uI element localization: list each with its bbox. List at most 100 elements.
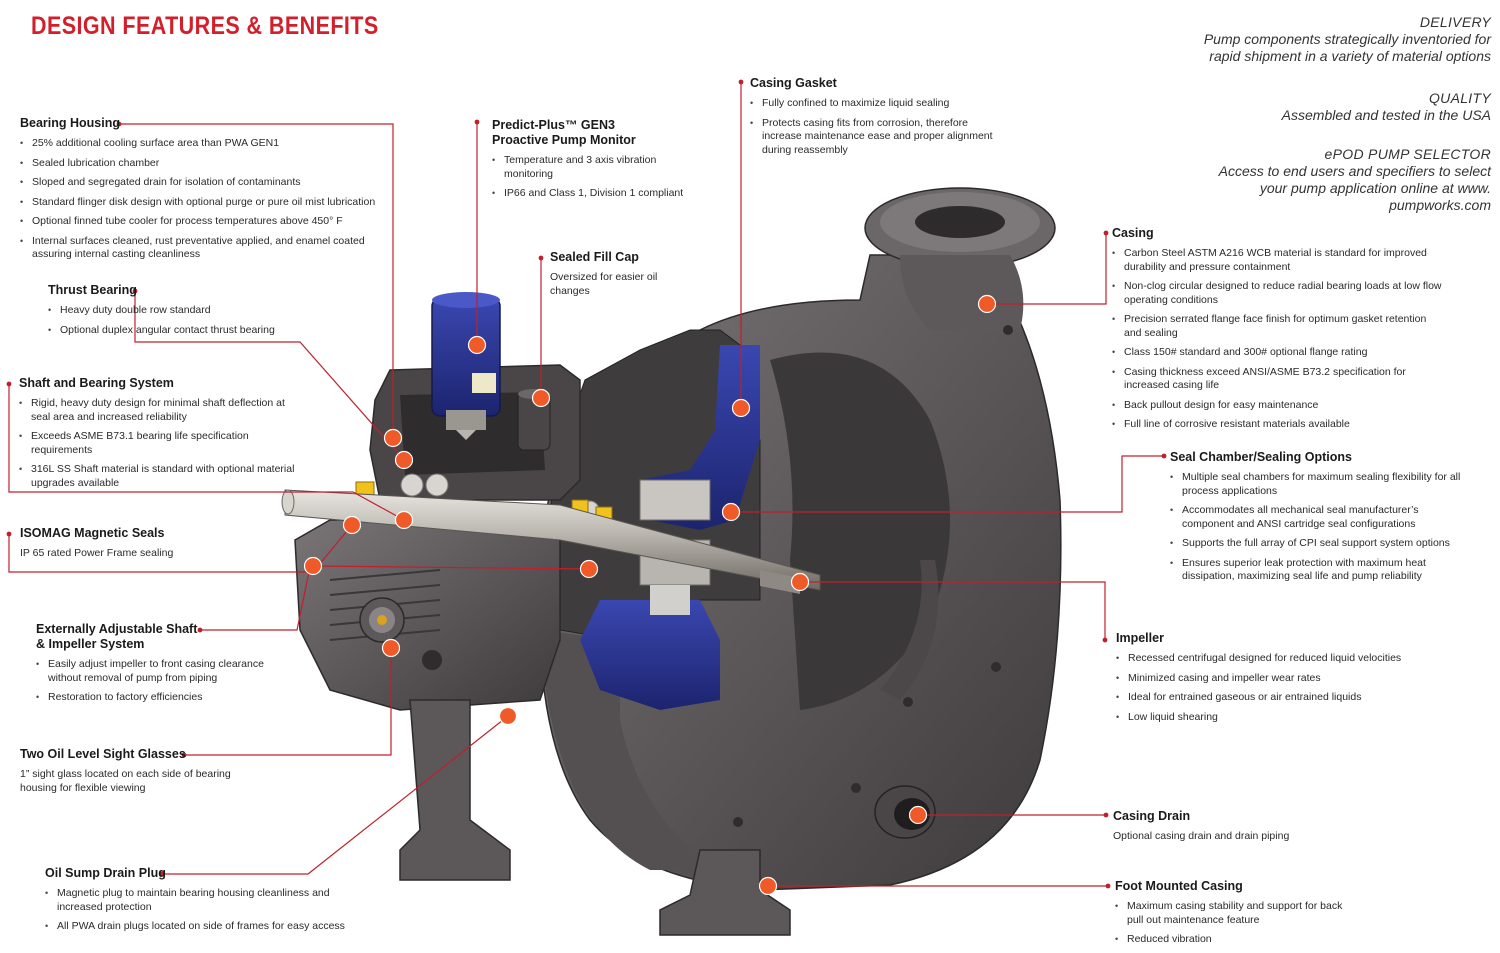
callout-fill-cap: Sealed Fill Cap Oversized for easier oil… (550, 250, 675, 298)
callout-casing-gasket: Casing Gasket Fully confined to maximize… (750, 76, 1010, 163)
leader-casing (987, 233, 1107, 305)
callout-isomag: ISOMAG Magnetic Seals IP 65 rated Power … (20, 526, 270, 561)
callout-sump-drain: Oil Sump Drain Plug Magnetic plug to mai… (45, 866, 345, 940)
callout-sight-glasses: Two Oil Level Sight Glasses 1” sight gla… (20, 747, 250, 795)
bullet: Full line of corrosive resistant materia… (1112, 418, 1442, 432)
callout-text: Optional casing drain and drain piping (1113, 830, 1290, 842)
callout-title: Impeller (1116, 631, 1164, 645)
callout-title: Seal Chamber/Sealing Options (1170, 450, 1352, 464)
callout-ext-adjustable: Externally Adjustable Shaft& Impeller Sy… (36, 622, 286, 711)
bullet: Sealed lubrication chamber (20, 157, 380, 171)
callout-title: Casing (1112, 226, 1154, 240)
callout-title: Two Oil Level Sight Glasses (20, 747, 186, 761)
bullet: Multiple seal chambers for maximum seali… (1170, 471, 1470, 498)
bullet: 316L SS Shaft material is standard with … (19, 463, 304, 490)
leader-bearing-housing (119, 123, 394, 438)
bullet: Rigid, heavy duty design for minimal sha… (19, 397, 304, 424)
bullet: Class 150# standard and 300# optional fl… (1112, 346, 1442, 360)
callout-title: Foot Mounted Casing (1115, 879, 1243, 893)
bullet: Fully confined to maximize liquid sealin… (750, 97, 1010, 111)
bullet: Temperature and 3 axis vibration monitor… (492, 154, 692, 181)
title-line: Proactive Pump Monitor (492, 133, 636, 147)
quality-heading: QUALITY (1428, 90, 1491, 106)
leader-sump-drain (162, 715, 509, 875)
predict-plus-monitor (431, 292, 501, 440)
leader-ext-adjustable (200, 566, 311, 631)
bullet: Easily adjust impeller to front casing c… (36, 658, 286, 685)
bullet: All PWA drain plugs located on side of f… (45, 920, 345, 934)
bullet: Carbon Steel ASTM A216 WCB material is s… (1112, 247, 1442, 274)
leader-start-dots (6, 79, 1167, 889)
bullet: Ensures superior leak protection with ma… (1170, 557, 1470, 584)
bullet: Recessed centrifugal designed for reduce… (1116, 652, 1446, 666)
epod-line: Access to end users and specifiers to se… (1218, 163, 1491, 179)
title-line: & Impeller System (36, 637, 145, 651)
bullet: IP66 and Class 1, Division 1 compliant (492, 187, 692, 201)
bullet: Casing thickness exceed ANSI/ASME B73.2 … (1112, 366, 1442, 393)
bullet: Back pullout design for easy maintenance (1112, 399, 1442, 413)
leader-seal-chamber (731, 455, 1164, 513)
callout-text: IP 65 rated Power Frame sealing (20, 547, 174, 559)
bullet: Precision serrated flange face finish fo… (1112, 313, 1442, 340)
leader-sight-glass (184, 648, 392, 756)
leader-lines (8, 82, 1164, 887)
callout-title: Oil Sump Drain Plug (45, 866, 166, 880)
callout-casing-drain: Casing Drain Optional casing drain and d… (1113, 809, 1353, 844)
bullet: Reduced vibration (1115, 933, 1345, 947)
bullet: Heavy duty double row standard (48, 304, 298, 318)
bullet: Non-clog circular designed to reduce rad… (1112, 280, 1442, 307)
bullet: Exceeds ASME B73.1 bearing life specific… (19, 430, 304, 457)
bullet: Optional duplex angular contact thrust b… (48, 324, 298, 338)
bullet: Ideal for entrained gaseous or air entra… (1116, 691, 1446, 705)
callout-thrust-bearing: Thrust Bearing Heavy duty double row sta… (48, 283, 298, 343)
callout-title: Bearing Housing (20, 116, 121, 130)
callout-casing: Casing Carbon Steel ASTM A216 WCB materi… (1112, 226, 1442, 438)
bullet: Low liquid shearing (1116, 711, 1446, 725)
callout-shaft-bearing: Shaft and Bearing System Rigid, heavy du… (19, 376, 304, 496)
callout-title: Casing Drain (1113, 809, 1191, 823)
quality-line: Assembled and tested in the USA (1281, 107, 1491, 123)
callout-seal-chamber: Seal Chamber/Sealing Options Multiple se… (1170, 450, 1470, 590)
callout-foot-mounted: Foot Mounted Casing Maximum casing stabi… (1115, 879, 1345, 953)
callout-title: Externally Adjustable Shaft& Impeller Sy… (36, 622, 286, 652)
bullet: Maximum casing stability and support for… (1115, 900, 1345, 927)
callout-title: Casing Gasket (750, 76, 837, 90)
callout-impeller: Impeller Recessed centrifugal designed f… (1116, 631, 1446, 730)
delivery-line: rapid shipment in a variety of material … (1209, 48, 1491, 64)
epod-line: your pump application online at www. (1259, 180, 1491, 196)
callout-bearing-housing: Bearing Housing 25% additional cooling s… (20, 116, 380, 268)
callout-title: Shaft and Bearing System (19, 376, 174, 390)
quality-block: QUALITY Assembled and tested in the USA (1282, 90, 1491, 124)
leader-shaft-axis (312, 565, 590, 570)
feature-markers (303, 294, 997, 896)
bullet: Supports the full array of CPI seal supp… (1170, 537, 1470, 551)
leader-impeller (800, 581, 1106, 640)
shaft (281, 489, 821, 594)
bullet: Minimized casing and impeller wear rates (1116, 672, 1446, 686)
bullet: Accommodates all mechanical seal manufac… (1170, 504, 1470, 531)
epod-block: ePOD PUMP SELECTOR Access to end users a… (1219, 146, 1491, 214)
bullet: Restoration to factory efficiencies (36, 691, 286, 705)
callout-text: Oversized for easier oil changes (550, 271, 658, 297)
bullet: Sloped and segregated drain for isolatio… (20, 176, 380, 190)
bullet: Protects casing fits from corrosion, the… (750, 117, 1010, 158)
title-line: Predict-Plus™ GEN3 (492, 118, 615, 132)
callout-text: 1” sight glass located on each side of b… (20, 768, 231, 794)
bullet: Standard flinger disk design with option… (20, 196, 380, 210)
callout-title: Thrust Bearing (48, 283, 137, 297)
epod-heading: ePOD PUMP SELECTOR (1324, 146, 1491, 162)
bullet: 25% additional cooling surface area than… (20, 137, 380, 151)
title-line: Externally Adjustable Shaft (36, 622, 198, 636)
leader-shaft-bearing (8, 384, 405, 521)
bullet: Optional finned tube cooler for process … (20, 215, 380, 229)
bullet: Internal surfaces cleaned, rust preventa… (20, 235, 380, 262)
bullet: Magnetic plug to maintain bearing housin… (45, 887, 345, 914)
epod-line: pumpworks.com (1389, 197, 1491, 213)
callout-title: Sealed Fill Cap (550, 250, 639, 264)
delivery-heading: DELIVERY (1419, 14, 1491, 30)
delivery-line: Pump components strategically inventorie… (1203, 31, 1491, 47)
page-title: DESIGN FEATURES & BENEFITS (31, 12, 379, 40)
